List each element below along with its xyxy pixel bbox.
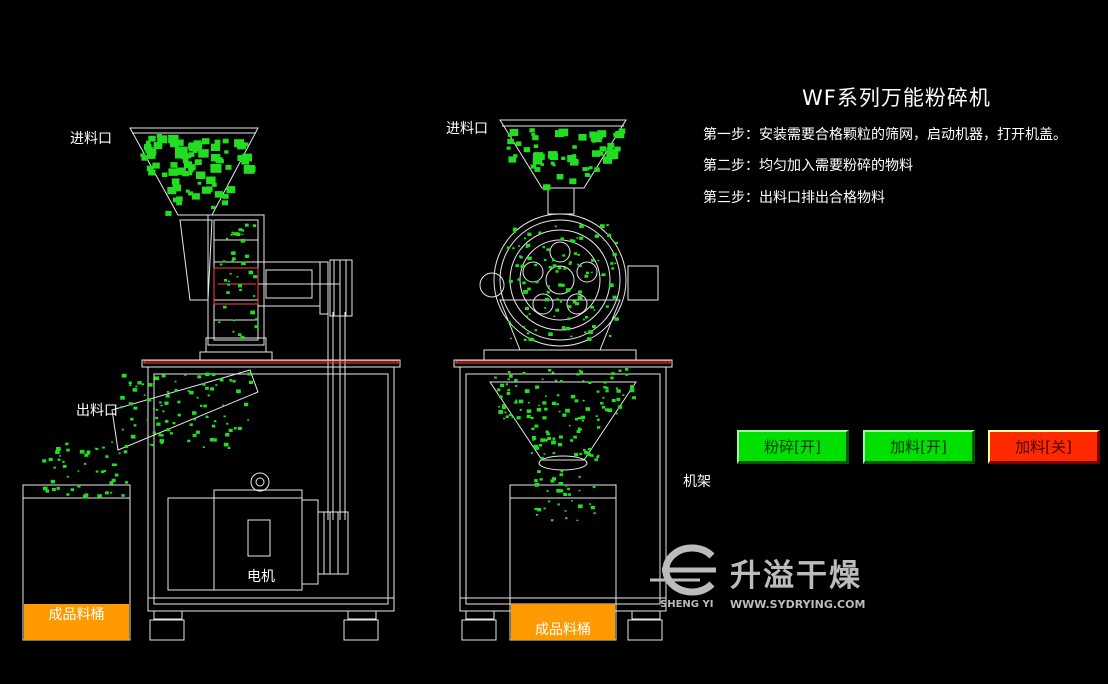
right-housing bbox=[493, 213, 627, 347]
right-hopper bbox=[499, 119, 627, 189]
motor bbox=[167, 497, 303, 591]
motor-pulley bbox=[317, 511, 349, 575]
left-foot-2 bbox=[343, 619, 379, 641]
left-hopper-throat bbox=[179, 219, 213, 301]
outlet-label: 出料口 bbox=[76, 403, 118, 419]
right-machine bbox=[453, 119, 673, 641]
left-bucket-fill bbox=[24, 604, 129, 640]
left-machine bbox=[22, 127, 401, 641]
step-3: 第三步：出料口排出合格物料 bbox=[703, 190, 885, 206]
left-bucket-label: 成品料桶 bbox=[48, 607, 105, 623]
right-foot-1 bbox=[461, 619, 497, 641]
left-pulley bbox=[319, 261, 329, 315]
right-frame bbox=[459, 366, 667, 612]
right-inlet-label: 进料口 bbox=[446, 121, 488, 137]
right-bucket-label: 成品料桶 bbox=[535, 622, 591, 638]
right-bucket-fill bbox=[511, 604, 615, 640]
left-chamber bbox=[207, 214, 265, 346]
feed-off-button[interactable]: 加料[关] bbox=[988, 430, 1100, 464]
logo-subtext: SHENG YI bbox=[660, 599, 714, 610]
logo-text: 升溢干燥 bbox=[730, 558, 862, 594]
page-title: WF系列万能粉碎机 bbox=[802, 86, 991, 110]
logo-url: WWW.SYDRYING.COM bbox=[730, 598, 866, 611]
particle-layer bbox=[42, 128, 636, 522]
left-foot-1 bbox=[149, 619, 185, 641]
left-frame bbox=[147, 366, 395, 612]
right-cone bbox=[489, 381, 637, 461]
feed-on-button[interactable]: 加料[开] bbox=[863, 430, 975, 464]
frame-label: 机架 bbox=[683, 474, 711, 490]
right-foot-2 bbox=[627, 619, 663, 641]
step-2: 第二步：均匀加入需要粉碎的物料 bbox=[703, 158, 913, 174]
crush-on-button[interactable]: 粉碎[开] bbox=[737, 430, 849, 464]
left-inlet-label: 进料口 bbox=[70, 131, 112, 147]
step-1: 第一步：安装需要合格颗粒的筛网，启动机器，打开机盖。 bbox=[703, 127, 1067, 143]
logo-icon bbox=[650, 544, 716, 596]
motor-label: 电机 bbox=[247, 569, 275, 585]
